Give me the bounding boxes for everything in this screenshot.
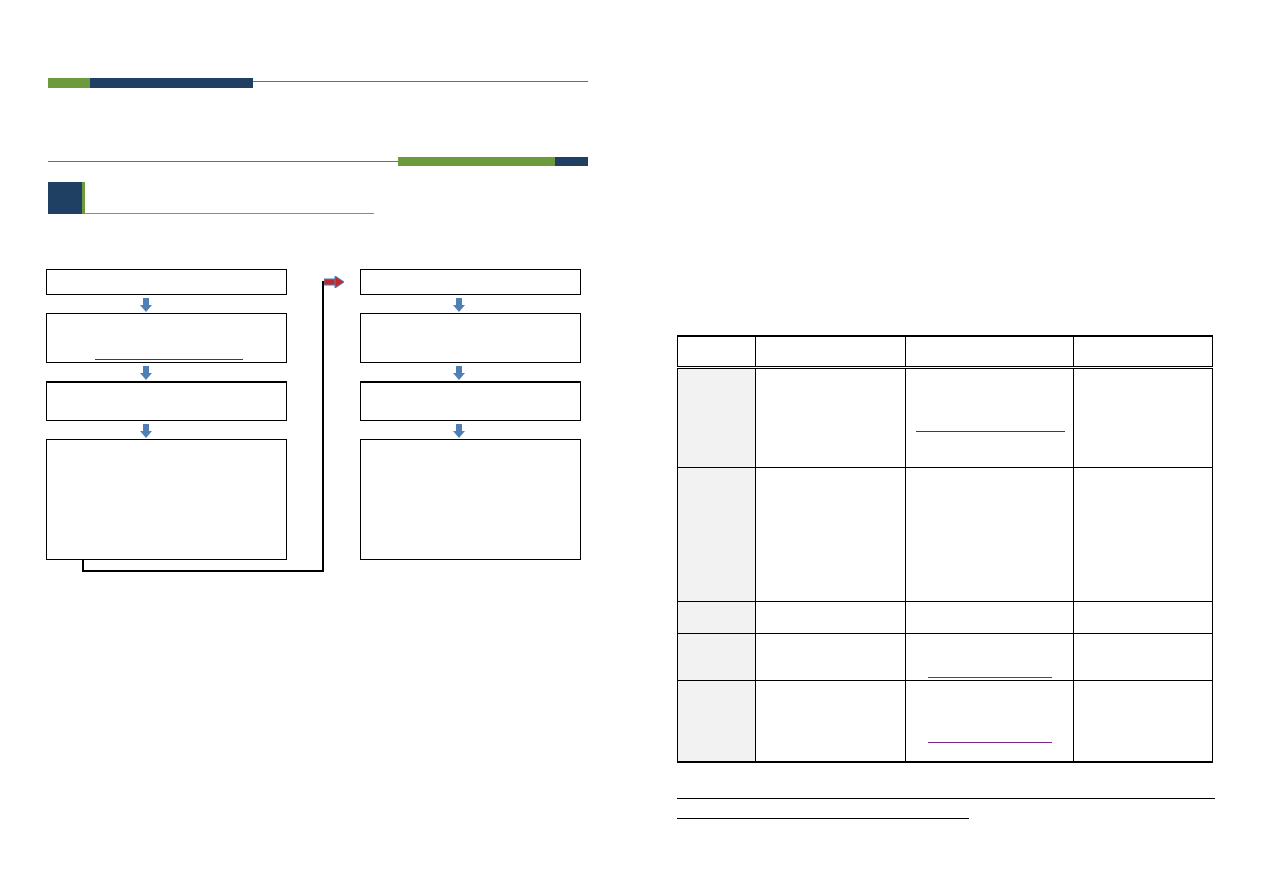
table-cell-link[interactable] — [928, 742, 1052, 744]
section-number-badge — [48, 182, 82, 214]
flow-step-left-3 — [46, 381, 287, 421]
table-header-cell — [905, 335, 1074, 369]
table-cell — [905, 632, 1074, 682]
table-cell — [905, 366, 1074, 469]
table-header-row — [677, 335, 1213, 369]
table-row — [677, 680, 1213, 764]
info-table — [677, 335, 1213, 764]
flow-step-right-4 — [360, 439, 581, 560]
table-cell — [1073, 680, 1213, 764]
table-header-cell — [1073, 335, 1213, 369]
table-cell — [677, 467, 756, 602]
down-arrow-icon — [140, 298, 152, 312]
down-arrow-icon — [140, 424, 152, 438]
table-header-cell — [677, 335, 756, 369]
footnote-link[interactable] — [677, 818, 969, 819]
down-arrow-icon — [453, 298, 465, 312]
table-cell — [905, 600, 1074, 634]
table-row — [677, 600, 1213, 634]
flow-step-left-2 — [46, 313, 287, 363]
flow-step-right-2 — [360, 313, 581, 363]
table-cell-link[interactable] — [928, 676, 1052, 678]
table-cell — [1073, 366, 1213, 469]
table-cell — [677, 632, 756, 682]
down-arrow-icon — [453, 366, 465, 380]
table-row — [677, 632, 1213, 682]
table-cell — [677, 600, 756, 634]
table-cell — [755, 600, 906, 634]
table-row — [677, 467, 1213, 602]
table-cell-link[interactable] — [916, 431, 1065, 432]
flow-step-right-1 — [360, 269, 581, 295]
flow-step-right-3 — [360, 381, 581, 421]
down-arrow-icon — [140, 366, 152, 380]
table-cell — [905, 467, 1074, 602]
down-arrow-icon — [453, 424, 465, 438]
table-cell — [755, 632, 906, 682]
flow-connector — [82, 281, 326, 572]
table-header-cell — [755, 335, 906, 369]
table-cell — [1073, 632, 1213, 682]
table-cell — [755, 366, 906, 469]
table-cell — [755, 467, 906, 602]
table-cell — [677, 680, 756, 764]
table-cell — [755, 680, 906, 764]
footnote-rule — [677, 798, 1215, 799]
table-cell — [905, 680, 1074, 764]
table-cell — [1073, 467, 1213, 602]
flow-step-left-1 — [46, 269, 287, 295]
table-row — [677, 366, 1213, 469]
right-arrow-icon — [324, 276, 344, 288]
table-cell — [1073, 600, 1213, 634]
flow-step-left-4 — [46, 439, 287, 560]
flow-step-link[interactable] — [95, 359, 243, 360]
table-cell — [677, 366, 756, 469]
